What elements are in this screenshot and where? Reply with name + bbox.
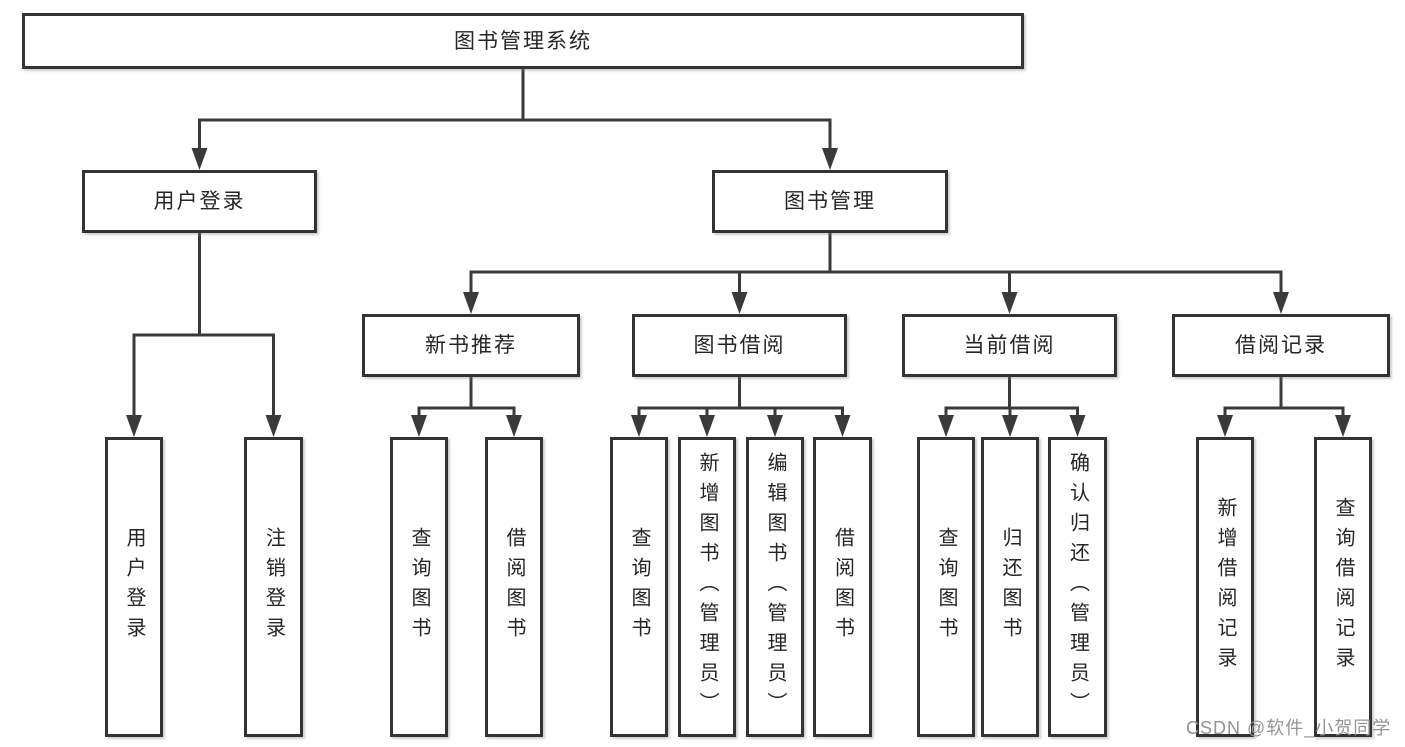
node-book-borrowing: 图书借阅 (632, 314, 847, 377)
leaf-label: 查询借阅记录 (1332, 497, 1354, 677)
leaf-label: 查询图书 (935, 527, 957, 647)
node-label: 图书借阅 (693, 334, 786, 357)
leaf-return-book: 归还图书 (981, 437, 1039, 737)
node-label: 图书管理 (784, 190, 876, 213)
leaf-borrow-books: 借阅图书 (813, 437, 872, 737)
watermark: CSDN @软件_小贺同学 (1186, 718, 1392, 738)
leaf-label: 用户登录 (123, 527, 145, 647)
arrowhead-icon (265, 415, 282, 437)
arrowhead-icon (834, 415, 851, 437)
node-label: 当前借阅 (963, 334, 1056, 357)
leaf-logout: 注销登录 (244, 437, 303, 737)
leaf-label: 借阅图书 (503, 527, 525, 647)
leaf-query-books-borrowing: 查询图书 (610, 437, 668, 737)
node-current-borrowing: 当前借阅 (902, 314, 1117, 377)
arrowhead-icon (767, 415, 783, 437)
arrowhead-icon (1217, 415, 1233, 437)
node-label: 借阅记录 (1235, 334, 1327, 357)
leaf-label: 新增借阅记录 (1214, 497, 1236, 677)
arrowhead-icon (411, 415, 427, 437)
leaf-label: 新增图书（管理员） (696, 452, 718, 722)
arrowhead-icon (463, 292, 479, 314)
node-borrowing-records: 借阅记录 (1172, 314, 1390, 377)
leaf-confirm-return-admin: 确认归还（管理员） (1048, 437, 1107, 737)
arrowhead-icon (938, 415, 954, 437)
node-book-management: 图书管理 (712, 170, 948, 233)
arrowhead-icon (631, 415, 647, 437)
leaf-label: 注销登录 (262, 527, 285, 647)
leaf-label: 确认归还（管理员） (1066, 452, 1089, 722)
node-label: 图书管理系统 (454, 29, 592, 53)
arrowhead-icon (699, 415, 715, 437)
arrowhead-icon (1069, 415, 1086, 437)
arrowhead-icon (191, 148, 208, 170)
node-new-book-recommend: 新书推荐 (362, 314, 580, 377)
arrowhead-icon (1001, 292, 1018, 314)
leaf-label: 编辑图书（管理员） (764, 452, 786, 722)
node-user-login: 用户登录 (82, 170, 317, 233)
leaf-label: 借阅图书 (831, 527, 854, 647)
node-label: 用户登录 (153, 190, 246, 213)
leaf-borrow-books-recommend: 借阅图书 (485, 437, 543, 737)
arrowhead-icon (1273, 292, 1289, 314)
leaf-user-login: 用户登录 (105, 437, 163, 737)
arrowhead-icon (506, 415, 522, 437)
leaf-label: 查询图书 (408, 527, 430, 647)
node-library-system: 图书管理系统 (22, 13, 1024, 69)
arrowhead-icon (1335, 415, 1351, 437)
leaf-query-books-current: 查询图书 (917, 437, 975, 737)
leaf-add-borrow-record: 新增借阅记录 (1196, 437, 1254, 737)
leaf-label: 归还图书 (999, 527, 1021, 647)
leaf-edit-book-admin: 编辑图书（管理员） (746, 437, 804, 737)
leaf-query-books-recommend: 查询图书 (390, 437, 448, 737)
arrowhead-icon (822, 148, 838, 170)
arrowhead-icon (126, 415, 142, 437)
leaf-add-book-admin: 新增图书（管理员） (678, 437, 736, 737)
arrowhead-icon (731, 292, 748, 314)
node-label: 新书推荐 (425, 334, 517, 357)
leaf-query-borrow-record: 查询借阅记录 (1314, 437, 1372, 737)
leaf-label: 查询图书 (628, 527, 650, 647)
arrowhead-icon (1002, 415, 1018, 437)
